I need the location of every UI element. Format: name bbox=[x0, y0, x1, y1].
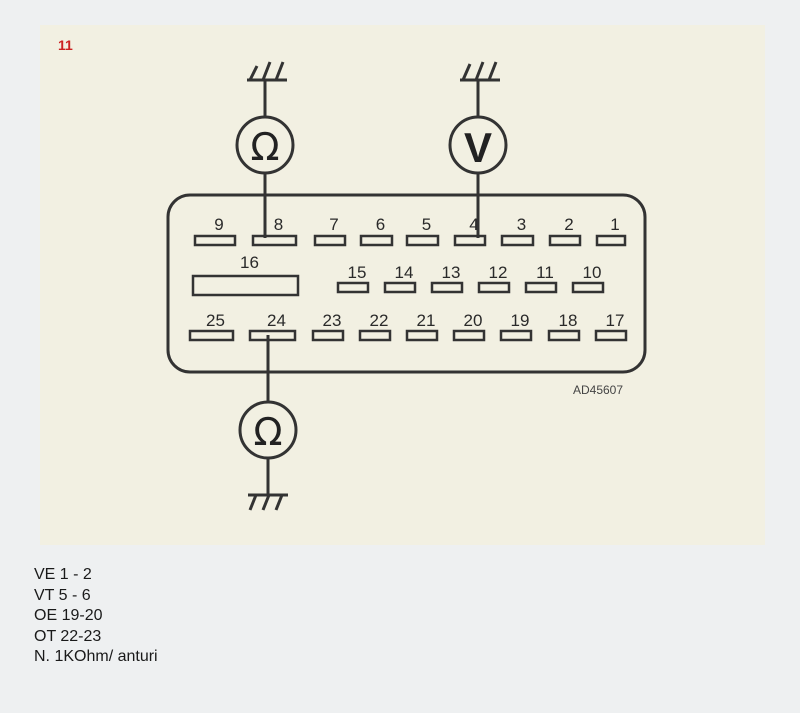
pin-label: 19 bbox=[511, 311, 530, 330]
pin-label: 18 bbox=[559, 311, 578, 330]
pin-7: 7 bbox=[313, 215, 347, 247]
svg-text:V: V bbox=[464, 124, 492, 171]
pin-slot bbox=[571, 281, 605, 294]
pin-slot bbox=[524, 281, 558, 294]
ground-icon bbox=[248, 493, 288, 511]
pin-slot bbox=[188, 329, 235, 342]
pin-slot bbox=[594, 329, 628, 342]
pin-24: 24 bbox=[248, 311, 297, 342]
pin-2: 2 bbox=[548, 215, 582, 247]
pin-label: 6 bbox=[376, 215, 385, 234]
pin-25: 25 bbox=[188, 311, 235, 342]
pin-slot bbox=[548, 234, 582, 247]
pin-slot bbox=[359, 234, 394, 247]
pin-label: 9 bbox=[214, 215, 223, 234]
pin-label: 4 bbox=[469, 215, 478, 234]
pin-3: 3 bbox=[500, 215, 535, 247]
pin-label: 22 bbox=[370, 311, 389, 330]
drawing-code: AD45607 bbox=[573, 383, 623, 397]
pin-label: 1 bbox=[610, 215, 619, 234]
pin-slot bbox=[547, 329, 581, 342]
ground-icon bbox=[460, 61, 500, 82]
pin-11: 11 bbox=[524, 263, 558, 294]
pin-label: 11 bbox=[536, 263, 554, 282]
pin-slot bbox=[405, 234, 440, 247]
pin-slot bbox=[336, 281, 370, 294]
pin-label: 8 bbox=[274, 215, 283, 234]
pin-slot bbox=[248, 329, 297, 342]
pin-label: 17 bbox=[606, 311, 625, 330]
pin-19: 19 bbox=[499, 311, 533, 342]
pin-16: 16 bbox=[191, 253, 300, 297]
connector-outline bbox=[166, 193, 647, 374]
pin-label: 5 bbox=[422, 215, 431, 234]
ohmmeter-icon: Ω bbox=[235, 115, 295, 175]
pin-slot bbox=[311, 329, 345, 342]
pin-10: 10 bbox=[571, 263, 605, 294]
pin-slot bbox=[430, 281, 464, 294]
pin-9: 9 bbox=[193, 215, 237, 247]
note-line: OT 22-23 bbox=[34, 627, 102, 645]
pin-label: 25 bbox=[206, 311, 225, 330]
pin-slot bbox=[499, 329, 533, 342]
pin-1: 1 bbox=[595, 215, 627, 247]
pin-slot bbox=[500, 234, 535, 247]
pin-slot bbox=[251, 234, 298, 247]
pin-label: 21 bbox=[417, 311, 436, 330]
pin-12: 12 bbox=[477, 263, 511, 294]
pin-slot bbox=[358, 329, 392, 342]
pin-slot bbox=[477, 281, 511, 294]
pin-18: 18 bbox=[547, 311, 581, 342]
pin-label: 13 bbox=[442, 263, 461, 282]
pin-label: 12 bbox=[489, 263, 508, 282]
pin-slot bbox=[405, 329, 439, 342]
note-line: OE 19-20 bbox=[34, 607, 103, 624]
svg-text:Ω: Ω bbox=[253, 410, 282, 454]
notes: VE 1 - 2 VT 5 - 6 OE 19-20 OT 22-23 N. 1… bbox=[34, 565, 158, 668]
pin-slot bbox=[191, 274, 300, 297]
pin-slot bbox=[313, 234, 347, 247]
figure-number: 11 bbox=[58, 37, 73, 53]
pin-6: 6 bbox=[359, 215, 394, 247]
pin-label: 16 bbox=[240, 253, 259, 272]
pin-21: 21 bbox=[405, 311, 439, 342]
pin-14: 14 bbox=[383, 263, 417, 294]
pin-label: 20 bbox=[464, 311, 483, 330]
ohmmeter-icon: Ω bbox=[238, 400, 298, 460]
pin-label: 10 bbox=[583, 263, 602, 282]
note-line: N. 1KOhm/ anturi bbox=[34, 648, 158, 665]
pin-17: 17 bbox=[594, 311, 628, 342]
pin-slot bbox=[193, 234, 237, 247]
pin-label: 15 bbox=[348, 263, 367, 282]
pin-5: 5 bbox=[405, 215, 440, 247]
pin-8: 8 bbox=[251, 215, 298, 247]
pin-label: 14 bbox=[395, 263, 414, 282]
pin-slot bbox=[453, 234, 487, 247]
ground-icon bbox=[247, 61, 287, 82]
pin-label: 2 bbox=[564, 215, 573, 234]
pin-label: 3 bbox=[517, 215, 526, 234]
pin-13: 13 bbox=[430, 263, 464, 294]
pin-slot bbox=[452, 329, 486, 342]
svg-text:Ω: Ω bbox=[250, 125, 279, 169]
pin-slot bbox=[595, 234, 627, 247]
voltmeter-icon: V bbox=[448, 115, 508, 175]
pin-23: 23 bbox=[311, 311, 345, 342]
note-line: VT 5 - 6 bbox=[34, 586, 91, 604]
pin-4: 4 bbox=[453, 215, 487, 247]
pin-label: 24 bbox=[267, 311, 286, 330]
pin-label: 7 bbox=[329, 215, 338, 234]
pin-label: 23 bbox=[323, 311, 342, 330]
pin-slot bbox=[383, 281, 417, 294]
note-line: VE 1 - 2 bbox=[34, 566, 92, 583]
pin-20: 20 bbox=[452, 311, 486, 342]
pin-22: 22 bbox=[358, 311, 392, 342]
pin-15: 15 bbox=[336, 263, 370, 294]
